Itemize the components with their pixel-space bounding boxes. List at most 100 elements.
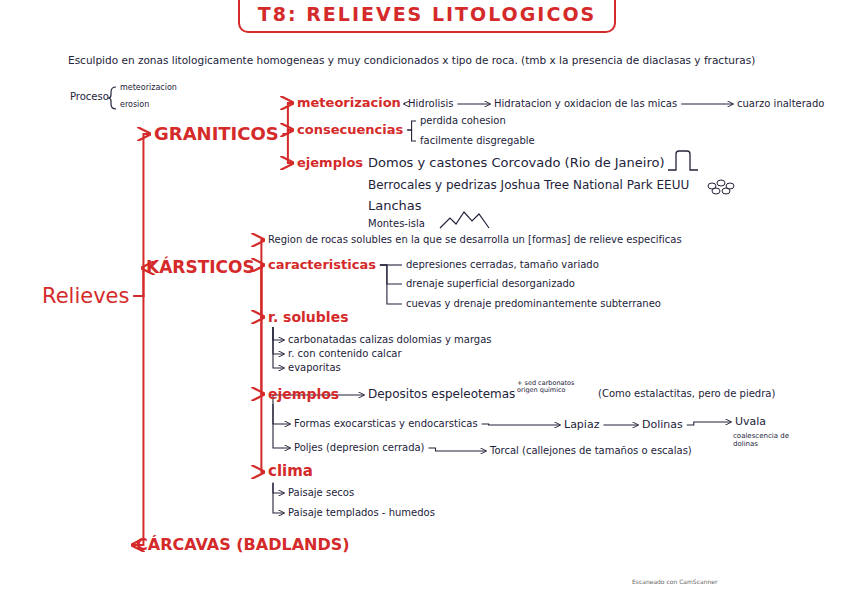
sub-branch: caracteristicas	[266, 257, 378, 274]
node-text: cuarzo inalterado	[737, 98, 824, 110]
connector	[273, 483, 284, 513]
node-text: Torcal (callejones de tamaños o escalas)	[490, 445, 692, 457]
node-text: ejemplos	[268, 386, 339, 402]
connector	[132, 296, 143, 545]
node-text: caracteristicas	[268, 258, 376, 273]
leaf-item: evaporitas	[286, 361, 343, 375]
node-text: Hidratacion y oxidacion de las micas	[494, 98, 677, 110]
leaf-item: facilmente disgregable	[418, 134, 537, 148]
connector	[273, 404, 290, 424]
example-item: Montes-isla	[366, 217, 427, 231]
node-text: Relieves	[42, 284, 129, 308]
leaf-item: Paisaje secos	[286, 486, 356, 500]
sub-branch: clima	[266, 462, 315, 481]
node-text: Poljes (depresion cerrada)	[294, 442, 425, 454]
example-item: Poljes (depresion cerrada)	[292, 441, 427, 455]
connector	[407, 130, 416, 141]
connector	[403, 103, 405, 104]
connector	[482, 423, 560, 425]
example-item: Uvala	[733, 415, 768, 430]
node-text: consecuencias	[297, 123, 403, 138]
node-text: Paisaje templados - humedos	[288, 507, 435, 519]
branch-node: CÁRCAVAS (BADLANDS)	[134, 535, 352, 555]
node-text: r. solubles	[268, 309, 348, 325]
proceso-bracket	[108, 87, 116, 109]
node-text: CÁRCAVAS (BADLANDS)	[136, 536, 350, 554]
inselberg-sketch	[440, 212, 489, 228]
sub-branch: ejemplos	[266, 385, 341, 403]
node-text: Berrocales y pedrizas Joshua Tree Nation…	[368, 179, 689, 193]
node-text: Lanchas	[368, 199, 422, 214]
node-text: Formas exocarsticas y endocarsticas	[294, 418, 478, 430]
sub-branch: r. solubles	[266, 308, 350, 326]
node-text: r. con contenido calcar	[288, 348, 402, 360]
leaf-item: carbonatadas calizas dolomias y margas	[286, 333, 494, 347]
connector	[259, 268, 264, 472]
node-text: Montes-isla	[368, 218, 425, 230]
node-text: KÁRSTICOS	[146, 258, 255, 278]
leaf-item: Hidratacion y oxidacion de las micas	[492, 97, 679, 111]
node-text: Hidrolisis	[408, 98, 453, 110]
connector	[687, 422, 731, 425]
example-item: Dolinas	[640, 418, 685, 433]
branch-node: GRANITICOS	[152, 123, 281, 146]
connector	[273, 327, 284, 354]
connector	[273, 327, 284, 340]
connector	[429, 448, 486, 451]
sub-branch: ejemplos	[295, 155, 365, 172]
title-banner: T8: RELIEVES LITOLOGICOS	[238, 0, 616, 33]
connector	[380, 265, 402, 304]
node-text: Uvala	[735, 416, 766, 429]
node-text: Dolinas	[642, 419, 683, 432]
example-item: Torcal (callejones de tamaños o escalas)	[488, 444, 694, 458]
leaf-item: Region de rocas solubles en la que se de…	[266, 233, 684, 247]
node-text: carbonatadas calizas dolomias y margas	[288, 334, 492, 346]
sub-branch: consecuencias	[295, 122, 405, 139]
node-text: Depositos espeleotemas	[368, 388, 515, 402]
boulders-sketch	[708, 180, 734, 194]
dome-sketch	[668, 151, 698, 170]
leaf-item: Paisaje templados - humedos	[286, 506, 437, 520]
node-text: Lapiaz	[564, 419, 599, 432]
connector	[273, 483, 284, 493]
node-text: cuevas y drenaje predominantemente subte…	[406, 298, 661, 310]
example-item: Depositos espeleotemas	[366, 387, 517, 403]
connector	[133, 268, 143, 296]
leaf-item: cuevas y drenaje predominantemente subte…	[404, 297, 663, 311]
connector	[273, 404, 290, 448]
connector	[273, 327, 284, 368]
node-text: meteorizacion	[297, 96, 401, 111]
example-item: Lanchas	[366, 198, 424, 215]
note-label: Escaneado con CamScanner	[632, 579, 717, 586]
connector	[407, 121, 416, 130]
note-label: Proceso	[70, 91, 109, 103]
example-item: Lapiaz	[562, 418, 601, 433]
connector	[259, 240, 264, 268]
example-item: Domos y castones Corcovado (Rio de Janei…	[366, 155, 667, 172]
node-text: ejemplos	[297, 156, 363, 171]
connector	[283, 103, 293, 134]
note-label: + sed carbonatos origen químico	[517, 380, 587, 395]
leaf-item: r. con contenido calcar	[286, 347, 404, 361]
root-node: Relieves	[40, 283, 131, 309]
node-text: clima	[268, 463, 313, 480]
connector	[457, 103, 490, 104]
note-label: coalescencia de dolinas	[733, 432, 795, 448]
example-item: Berrocales y pedrizas Joshua Tree Nation…	[366, 178, 691, 194]
node-text: GRANITICOS	[154, 124, 279, 145]
connector	[283, 134, 293, 163]
node-text: facilmente disgregable	[420, 135, 535, 147]
note-label: (Como estalactitas, pero de piedra)	[598, 388, 775, 400]
branch-node: KÁRSTICOS	[144, 257, 257, 279]
connector	[681, 103, 733, 104]
node-text: perdida cohesion	[420, 115, 506, 127]
sub-branch: meteorizacion	[295, 95, 403, 112]
leaf-item: Hidrolisis	[406, 97, 455, 111]
leaf-item: drenaje superficial desorganizado	[404, 277, 577, 291]
connector	[380, 265, 402, 284]
node-text: depresiones cerradas, tamaño variado	[406, 259, 599, 271]
connector	[603, 424, 638, 425]
note-label: Esculpido en zonas litologicamente homog…	[68, 54, 828, 66]
note-label: meteorizacion	[120, 83, 177, 92]
